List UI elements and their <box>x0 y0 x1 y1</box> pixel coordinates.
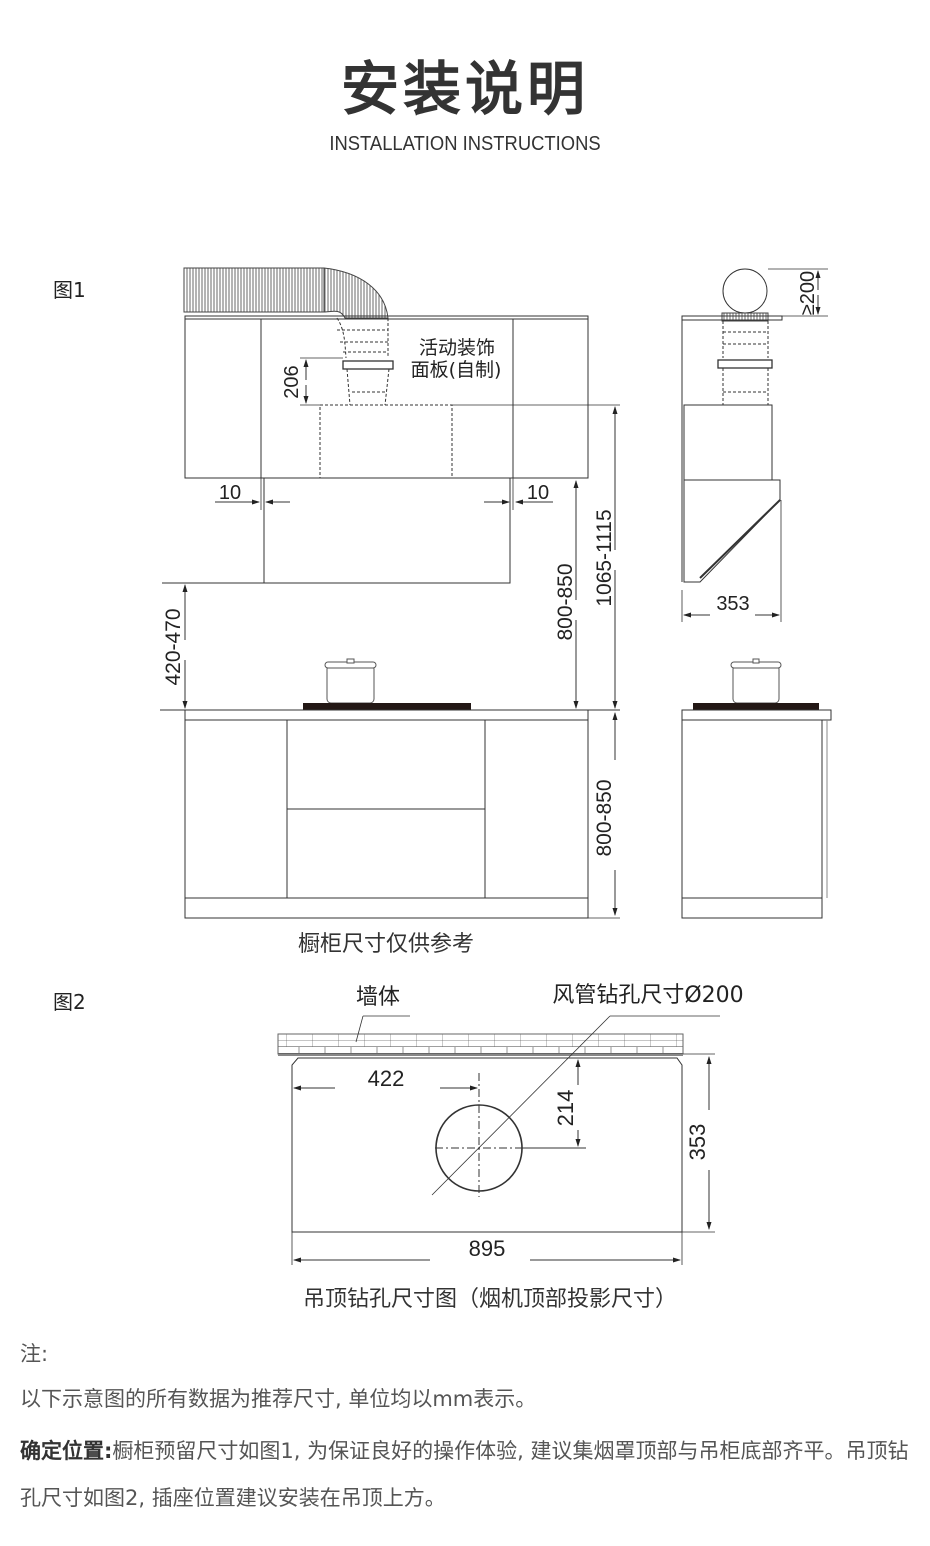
figure-2-label: 图2 <box>53 990 86 1014</box>
figure-1-front-view <box>160 267 620 919</box>
range-hood-side <box>683 404 773 481</box>
notes-heading: 注: <box>20 1342 49 1366</box>
page-title: 安装说明 <box>340 55 589 123</box>
wall-label: 墙体 <box>356 985 400 1010</box>
dim-206: 206 <box>281 365 303 398</box>
duct-end <box>722 268 768 314</box>
dim-895: 895 <box>469 1236 506 1261</box>
dim-10-left: 10 <box>219 482 241 504</box>
pot-icon <box>326 664 375 704</box>
dim-min-200: ≥200 <box>797 271 819 315</box>
dim-800-850-lower: 800-850 <box>593 779 616 856</box>
range-hood-front <box>263 477 511 584</box>
dim-214: 214 <box>553 1090 578 1127</box>
figure-1-side-view <box>681 268 832 919</box>
dim-10-right: 10 <box>527 482 549 504</box>
figure-1-caption: 橱柜尺寸仅供参考 <box>297 932 474 957</box>
dim-353-side: 353 <box>716 593 749 615</box>
page-subtitle: INSTALLATION INSTRUCTIONS <box>329 133 601 155</box>
dim-420-470: 420-470 <box>162 608 185 685</box>
base-cabinet <box>184 709 589 919</box>
cooktop <box>303 703 471 710</box>
dim-1065-1115: 1065-1115 <box>593 509 616 606</box>
notes-bold-label: 确定位置: <box>20 1439 113 1463</box>
notes-paragraph: 确定位置:橱柜预留尺寸如图1, 为保证良好的操作体验, 建议集烟罩顶部与吊柜底部… <box>20 1428 920 1522</box>
panel-annotation-line1: 活动装饰 <box>419 337 495 359</box>
panel-annotation-line2: 面板(自制) <box>411 359 502 381</box>
figure-1-label: 图1 <box>53 278 86 302</box>
hole-size-label: 风管钻孔尺寸Ø200 <box>552 983 743 1008</box>
base-cabinet-side <box>681 719 823 919</box>
figure-2-caption: 吊顶钻孔尺寸图（烟机顶部投影尺寸） <box>302 1287 677 1312</box>
flex-duct <box>183 267 325 313</box>
wall-bricks <box>277 1033 684 1055</box>
notes-line-1: 以下示意图的所有数据为推荐尺寸, 单位均以mm表示。 <box>20 1387 537 1411</box>
notes-line-2: 橱柜预留尺寸如图1, 为保证良好的操作体验, 建议集烟罩顶部与吊柜底部齐平。吊顶… <box>20 1439 909 1510</box>
figure-2-drilling-plan <box>277 1015 720 1265</box>
dim-353-plan: 353 <box>685 1124 710 1161</box>
dim-422: 422 <box>368 1066 405 1091</box>
dim-800-850-upper: 800-850 <box>554 563 577 640</box>
upper-cabinet <box>184 315 589 479</box>
